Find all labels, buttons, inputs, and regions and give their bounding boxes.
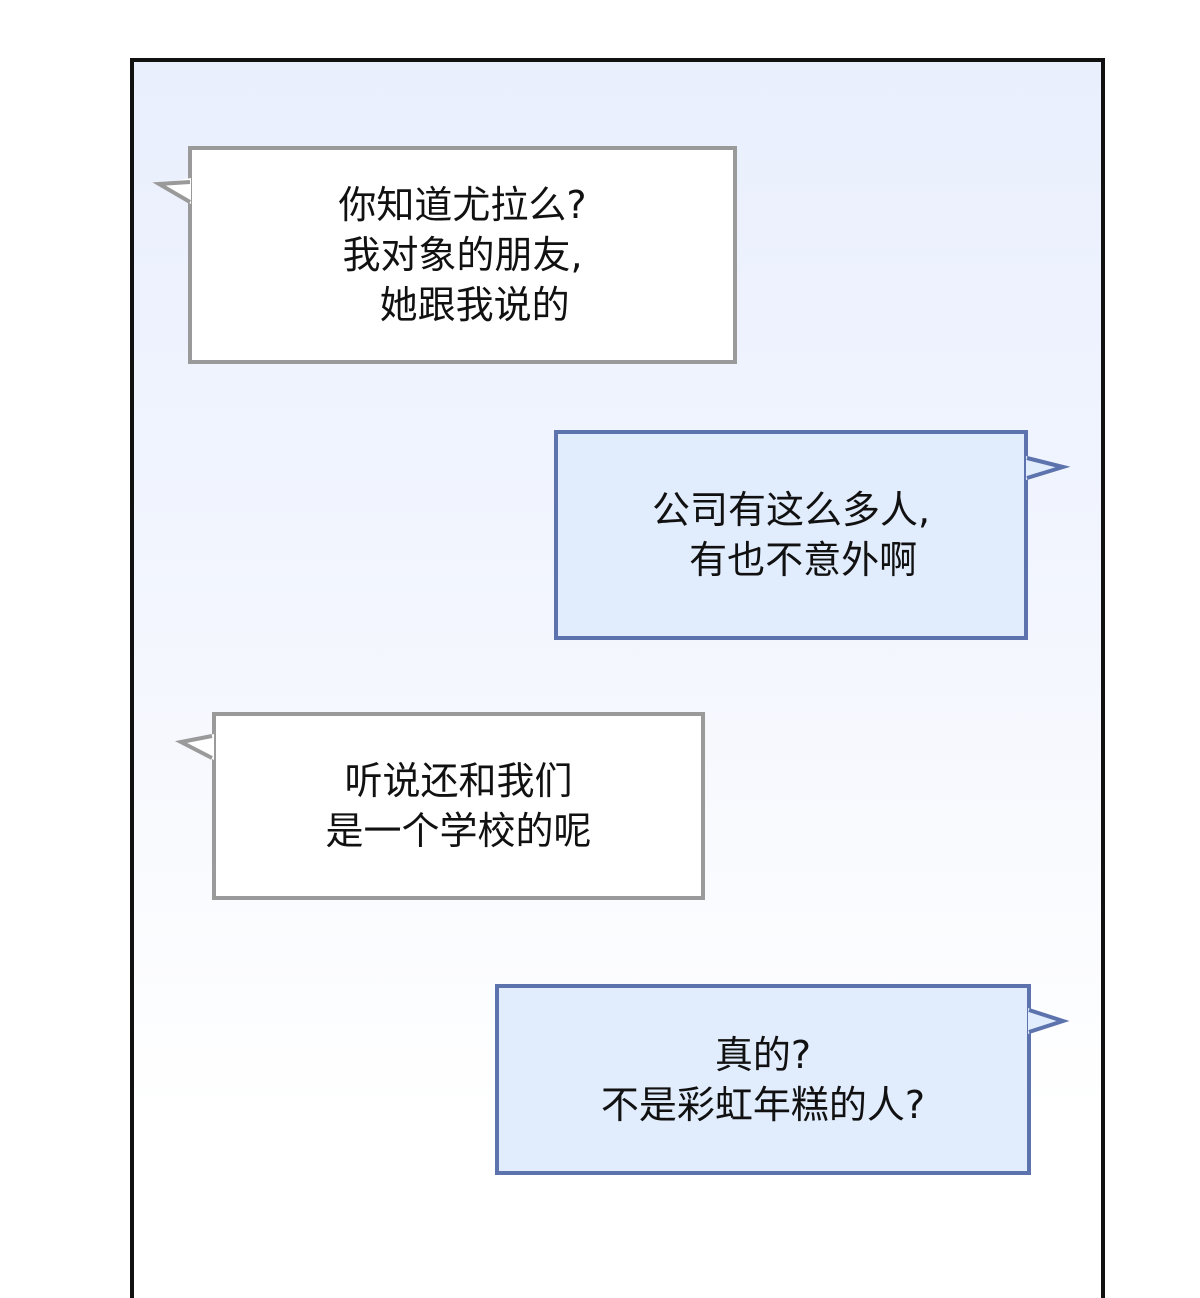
bubble-1-line-3: 她跟我说的 xyxy=(355,283,570,327)
bubble-4-tail-icon xyxy=(1028,1008,1070,1034)
bubble-3-line-1: 听说还和我们 xyxy=(344,759,573,803)
speech-bubble-4: 真的? 不是彩虹年糕的人? xyxy=(495,984,1031,1175)
bubble-2-tail-icon xyxy=(1026,456,1071,480)
bubble-4-line-1: 真的? xyxy=(714,1032,812,1077)
bubble-3-tail-icon xyxy=(174,734,214,760)
bubble-4-line-2: 不是彩虹年糕的人? xyxy=(600,1082,926,1127)
bubble-1-line-1: 你知道尤拉么? xyxy=(338,183,587,227)
bubble-1-line-2: 我对象的朋友, xyxy=(342,233,583,277)
speech-bubble-3: 听说还和我们 是一个学校的呢 xyxy=(212,712,705,900)
bubble-1-tail-icon xyxy=(152,178,192,204)
speech-bubble-2: 公司有这么多人, 有也不意外啊 xyxy=(554,430,1028,640)
bubble-3-line-2: 是一个学校的呢 xyxy=(325,809,592,853)
bubble-2-line-1: 公司有这么多人, xyxy=(651,488,931,532)
bubble-2-line-2: 有也不意外啊 xyxy=(664,538,918,582)
speech-bubble-1: 你知道尤拉么? 我对象的朋友, 她跟我说的 xyxy=(188,146,737,364)
